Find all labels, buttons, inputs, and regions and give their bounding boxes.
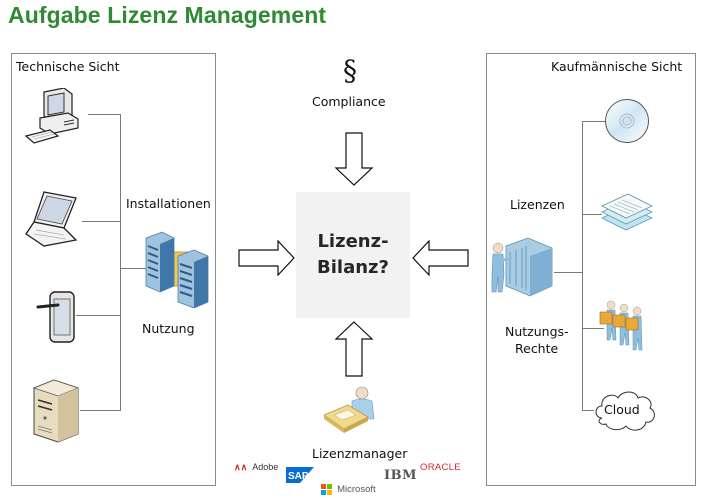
page-title: Aufgabe Lizenz Management: [8, 2, 327, 28]
adobe-logo-icon: ∧∧: [234, 462, 248, 472]
cloud-label: Cloud: [604, 402, 640, 417]
microsoft-logo-text: Microsoft: [337, 484, 376, 495]
licenses-label: Lizenzen: [510, 197, 565, 212]
microsoft-logo-icon: [321, 484, 332, 495]
license-balance-box: Lizenz- Bilanz?: [296, 192, 410, 318]
oracle-logo: ORACLE: [420, 455, 461, 474]
connector-line: [582, 328, 604, 329]
ibm-logo-text: IBM: [384, 468, 417, 483]
paragraph-symbol-icon: §: [343, 54, 357, 87]
connector-line: [582, 121, 583, 411]
person-at-desk-icon: [322, 385, 382, 435]
technical-view-heading: Technische Sicht: [16, 59, 120, 74]
arrow-left-icon: [411, 240, 469, 276]
connector-line: [582, 214, 602, 215]
usage-rights-label-line1: Nutzungs-: [505, 324, 569, 339]
adobe-logo: ∧∧ Adobe: [234, 455, 278, 474]
document-stack-icon: [600, 192, 654, 236]
connector-line: [120, 114, 121, 411]
microsoft-logo: Microsoft: [321, 479, 376, 498]
license-balance-line2: Bilanz?: [317, 257, 389, 278]
commercial-view-heading: Kaufmännische Sicht: [551, 59, 683, 74]
laptop-icon: [24, 190, 86, 250]
people-carrying-boxes-icon: [598, 300, 652, 356]
license-balance-line1: Lizenz-: [317, 231, 389, 252]
sap-logo: SAP: [286, 467, 314, 483]
sap-logo-text: SAP: [288, 471, 309, 482]
desktop-pc-icon: [24, 88, 88, 148]
connector-line: [582, 410, 594, 411]
tablet-icon: [36, 290, 80, 346]
license-manager-label: Lizenzmanager: [312, 446, 408, 461]
connector-line: [76, 315, 120, 316]
installations-label: Installationen: [126, 196, 211, 211]
server-datacenter-icon: [144, 230, 210, 308]
connector-line: [120, 268, 146, 269]
arrow-up-icon: [334, 320, 374, 378]
connector-line: [88, 114, 120, 115]
arrow-right-icon: [238, 240, 296, 276]
usage-label: Nutzung: [142, 321, 195, 336]
server-tower-icon: [30, 378, 82, 444]
connector-line: [582, 121, 606, 122]
adobe-logo-text: Adobe: [252, 462, 279, 472]
cloud-icon: Cloud: [592, 388, 658, 434]
ibm-logo: IBM: [384, 464, 417, 483]
connector-line: [554, 272, 582, 273]
compliance-label: Compliance: [312, 94, 386, 109]
connector-line: [82, 221, 120, 222]
connector-line: [80, 410, 120, 411]
oracle-logo-text: ORACLE: [420, 462, 461, 473]
usage-rights-label-line2: Rechte: [515, 341, 559, 356]
person-with-server-rack-icon: [490, 236, 556, 302]
cd-disc-icon: [604, 98, 650, 144]
arrow-down-icon: [334, 132, 374, 188]
